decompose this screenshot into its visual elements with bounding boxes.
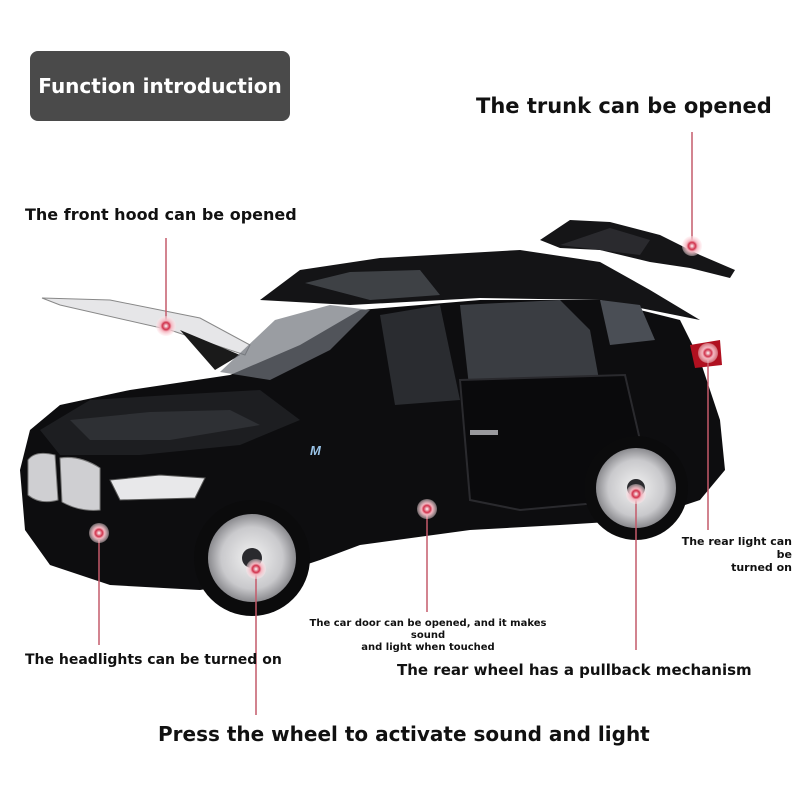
marker-headlights bbox=[89, 523, 109, 543]
callout-markers bbox=[89, 236, 718, 579]
callout-rear-light-line1: The rear light can be bbox=[681, 535, 792, 561]
headlight bbox=[109, 474, 206, 501]
callout-rear-light: The rear light can be turned on bbox=[664, 535, 792, 574]
marker-front-wheel bbox=[246, 559, 266, 579]
marker-hood bbox=[156, 316, 176, 336]
callout-lines bbox=[98, 132, 709, 715]
marker-rear-light bbox=[698, 343, 718, 363]
function-introduction-badge: Function introduction bbox=[30, 51, 290, 121]
badge-label: Function introduction bbox=[38, 74, 282, 98]
callout-door-line2: and light when touched bbox=[361, 642, 495, 653]
kidney-grille-right bbox=[59, 457, 101, 511]
front-wheel bbox=[194, 500, 310, 616]
side-window-rear bbox=[460, 300, 600, 395]
svg-text:M: M bbox=[310, 443, 322, 458]
callout-rear-light-line2: turned on bbox=[731, 561, 792, 574]
callout-press-wheel: Press the wheel to activate sound and li… bbox=[158, 722, 650, 746]
car-roof bbox=[260, 250, 700, 320]
marker-trunk bbox=[682, 236, 702, 256]
kidney-grille-left bbox=[27, 452, 59, 503]
marker-rear-wheel bbox=[626, 484, 646, 504]
callout-hood: The front hood can be opened bbox=[25, 205, 297, 224]
front-windshield bbox=[220, 305, 370, 380]
callout-rear-wheel: The rear wheel has a pullback mechanism bbox=[397, 661, 752, 679]
callout-trunk: The trunk can be opened bbox=[476, 94, 772, 118]
marker-door bbox=[417, 499, 437, 519]
side-window-front bbox=[380, 305, 460, 405]
callout-headlights: The headlights can be turned on bbox=[25, 652, 282, 668]
callout-door: The car door can be opened, and it makes… bbox=[293, 618, 563, 654]
callout-door-line1: The car door can be opened, and it makes… bbox=[309, 618, 547, 641]
